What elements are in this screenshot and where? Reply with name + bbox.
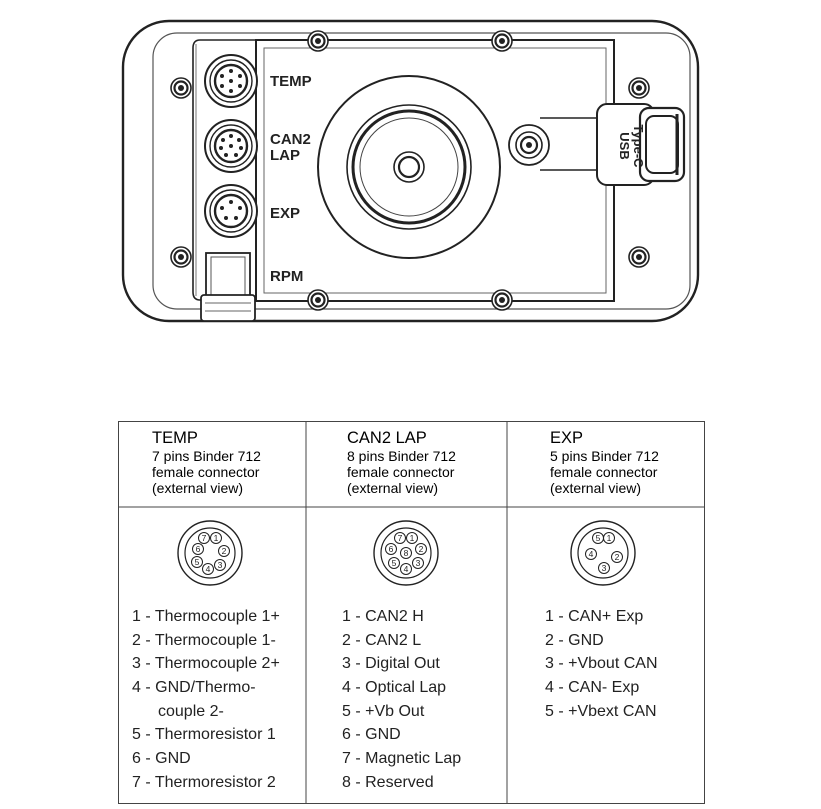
pin-number: 1 bbox=[410, 533, 415, 543]
pin-line: 1 - CAN2 H bbox=[342, 608, 424, 625]
can2-lap-desc-line: (external view) bbox=[347, 480, 438, 496]
temp-column-header: TEMP 7 pins Binder 712 female connector … bbox=[152, 429, 261, 496]
rpm-label: RPM bbox=[270, 268, 303, 285]
pin-number: 8 bbox=[404, 548, 409, 558]
usb-label-line1: USB bbox=[617, 132, 632, 159]
can2-lap-column-header: CAN2 LAP 8 pins Binder 712 female connec… bbox=[347, 429, 456, 496]
pin-number: 1 bbox=[214, 533, 219, 543]
usb-label-line2: Type-C bbox=[631, 124, 646, 168]
can2-label: CAN2 bbox=[270, 131, 311, 148]
pin-line: 1 - Thermocouple 1+ bbox=[132, 608, 280, 625]
can2-lap-connector bbox=[204, 119, 258, 173]
screw bbox=[627, 245, 651, 269]
pin-line: 3 - Thermocouple 2+ bbox=[132, 655, 280, 672]
can2-lap-desc-line: female connector bbox=[347, 464, 455, 480]
screw bbox=[490, 288, 514, 312]
pin-number: 2 bbox=[222, 546, 227, 556]
pin-line: 5 - Thermoresistor 1 bbox=[132, 726, 276, 743]
pin-line: 2 - CAN2 L bbox=[342, 632, 421, 649]
screw bbox=[169, 245, 193, 269]
exp-desc-line: female connector bbox=[550, 464, 658, 480]
pin-number: 2 bbox=[419, 544, 424, 554]
can2-lap-desc-line: 8 pins Binder 712 bbox=[347, 448, 456, 464]
pin-line: couple 2- bbox=[158, 703, 224, 720]
screw bbox=[306, 29, 330, 53]
screw bbox=[627, 76, 651, 100]
usb-port bbox=[508, 103, 686, 186]
exp-column-header: EXP 5 pins Binder 712 female connector (… bbox=[550, 429, 659, 496]
pin-line: 7 - Thermoresistor 2 bbox=[132, 774, 276, 791]
pin-line: 1 - CAN+ Exp bbox=[545, 608, 643, 625]
screw bbox=[169, 76, 193, 100]
temp-desc-line: 7 pins Binder 712 bbox=[152, 448, 261, 464]
pin-line: 5 - +Vb Out bbox=[342, 703, 425, 720]
pin-number: 5 bbox=[195, 557, 200, 567]
pin-line: 4 - GND/Thermo- bbox=[132, 679, 256, 696]
can2-lap-pin-diagram: 7 1 2 3 4 5 6 8 bbox=[373, 520, 439, 586]
pin-line: 2 - GND bbox=[545, 632, 604, 649]
exp-connector bbox=[204, 184, 258, 238]
pin-line: 4 - Optical Lap bbox=[342, 679, 446, 696]
pin-line: 6 - GND bbox=[132, 750, 191, 767]
pin-number: 4 bbox=[589, 549, 594, 559]
housing-inner-outline bbox=[152, 32, 691, 310]
pin-line: 2 - Thermocouple 1- bbox=[132, 632, 276, 649]
pin-number: 4 bbox=[404, 564, 409, 574]
device-rear-view-drawing: TEMP CAN2 LAP EXP RPM USB Type-C bbox=[121, 19, 700, 323]
pin-number: 3 bbox=[218, 560, 223, 570]
pin-number: 2 bbox=[615, 552, 620, 562]
pin-number: 3 bbox=[602, 563, 607, 573]
pin-number: 7 bbox=[202, 533, 207, 543]
temp-pin-diagram: 7 1 2 3 4 5 6 bbox=[177, 520, 243, 586]
center-mount bbox=[317, 75, 501, 259]
rpm-connector bbox=[200, 252, 256, 322]
pin-number: 1 bbox=[607, 533, 612, 543]
exp-desc-line: 5 pins Binder 712 bbox=[550, 448, 659, 464]
exp-column-title: EXP bbox=[550, 429, 583, 447]
pin-line: 5 - +Vbext CAN bbox=[545, 703, 657, 720]
can2-lap-column-title: CAN2 LAP bbox=[347, 429, 427, 447]
pin-number: 4 bbox=[206, 564, 211, 574]
pin-line: 6 - GND bbox=[342, 726, 401, 743]
exp-pin-list: 1 - CAN+ Exp 2 - GND 3 - +Vbout CAN 4 - … bbox=[545, 608, 658, 720]
exp-label: EXP bbox=[270, 205, 300, 222]
pin-number: 3 bbox=[416, 558, 421, 568]
pin-number: 6 bbox=[196, 544, 201, 554]
pin-line: 8 - Reserved bbox=[342, 774, 434, 791]
temp-desc-line: female connector bbox=[152, 464, 260, 480]
pin-number: 5 bbox=[596, 533, 601, 543]
exp-pin-diagram: 5 1 2 3 4 bbox=[570, 520, 636, 586]
lap-label: LAP bbox=[270, 147, 300, 164]
temp-pin-list: 1 - Thermocouple 1+ 2 - Thermocouple 1- … bbox=[132, 608, 280, 791]
screw bbox=[306, 288, 330, 312]
pin-number: 7 bbox=[398, 533, 403, 543]
screw bbox=[490, 29, 514, 53]
pin-line: 3 - Digital Out bbox=[342, 655, 440, 672]
pin-number: 6 bbox=[389, 544, 394, 554]
temp-connector bbox=[204, 54, 258, 108]
pin-number: 5 bbox=[392, 558, 397, 568]
pin-line: 7 - Magnetic Lap bbox=[342, 750, 461, 767]
can2-lap-pin-list: 1 - CAN2 H 2 - CAN2 L 3 - Digital Out 4 … bbox=[342, 608, 461, 791]
temp-desc-line: (external view) bbox=[152, 480, 243, 496]
exp-desc-line: (external view) bbox=[550, 480, 641, 496]
pin-line: 3 - +Vbout CAN bbox=[545, 655, 658, 672]
pin-line: 4 - CAN- Exp bbox=[545, 679, 639, 696]
temp-column-title: TEMP bbox=[152, 429, 198, 447]
temp-label: TEMP bbox=[270, 73, 312, 90]
pinout-table: TEMP 7 pins Binder 712 female connector … bbox=[118, 421, 705, 804]
